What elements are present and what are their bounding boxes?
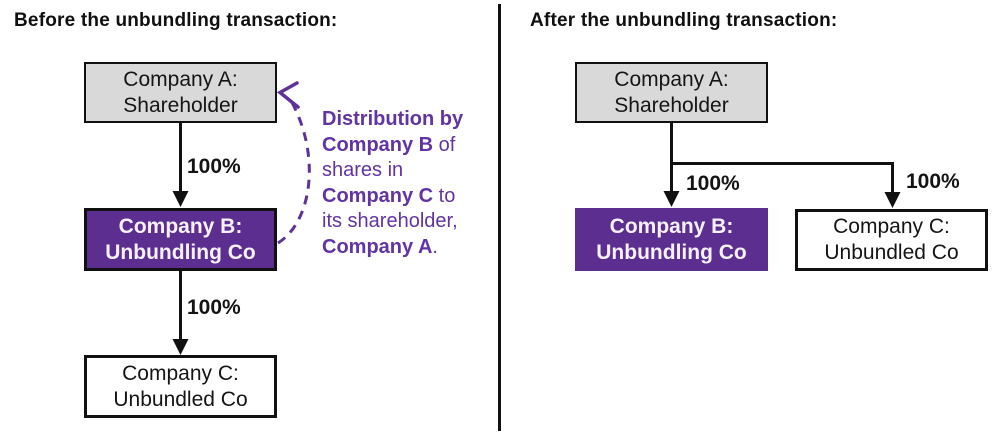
annotation-line4-bold: Company C [322, 184, 434, 207]
company-a-label-line1: Company A: [123, 67, 238, 91]
company-c-label-line2: Unbundled Co [113, 387, 248, 411]
distribution-annotation: Distribution by Company B of shares in C… [322, 107, 492, 260]
annotation-line2-rest: of [433, 133, 456, 156]
annotation-line4-rest: to [433, 184, 456, 207]
distribution-arrowhead-icon [276, 81, 300, 109]
company-a-label-line2: Shareholder [123, 93, 238, 117]
company-b-label-line1: Company B: [609, 214, 734, 238]
after-ownership-a-c: 100% [906, 170, 960, 193]
company-b-label-line2: Unbundling Co [596, 240, 747, 264]
annotation-line2-bold: Company B [322, 133, 434, 156]
annotation-line5: its shareholder, [322, 210, 458, 232]
after-company-a-box: Company A: Shareholder [575, 62, 768, 123]
company-a-label-line2: Shareholder [614, 93, 729, 117]
company-c-label-line1: Company C: [833, 215, 950, 238]
annotation-line6-rest: . [432, 235, 438, 258]
company-b-label-line1: Company B: [118, 214, 243, 238]
before-company-b-box: Company B: Unbundling Co [84, 208, 277, 271]
after-heading: After the unbundling transaction: [530, 10, 838, 31]
company-b-label-line2: Unbundling Co [105, 240, 256, 264]
annotation-line6-bold: Company A [322, 235, 433, 258]
before-company-a-box: Company A: Shareholder [84, 62, 277, 123]
before-company-c-box: Company C: Unbundled Co [84, 355, 277, 418]
after-ownership-a-b: 100% [686, 172, 740, 195]
annotation-line3: shares in [322, 159, 404, 181]
before-heading: Before the unbundling transaction: [14, 10, 338, 31]
annotation-line1: Distribution by [322, 108, 464, 130]
arrow-b-to-c-head [172, 339, 189, 355]
before-ownership-a-b: 100% [187, 155, 241, 178]
arrow-a-to-c-right-head [884, 192, 901, 208]
company-a-label-line1: Company A: [614, 67, 729, 91]
before-ownership-b-c: 100% [187, 296, 241, 319]
panel-divider [498, 4, 501, 431]
after-company-b-box: Company B: Unbundling Co [575, 208, 768, 271]
after-company-c-box: Company C: Unbundled Co [795, 209, 988, 271]
arrow-a-to-b-right-head [663, 191, 680, 207]
distribution-dashed-curve [277, 98, 311, 245]
company-c-label-line1: Company C: [122, 361, 239, 385]
company-c-label-line2: Unbundled Co [824, 241, 959, 264]
arrow-a-to-b-head [172, 191, 189, 207]
